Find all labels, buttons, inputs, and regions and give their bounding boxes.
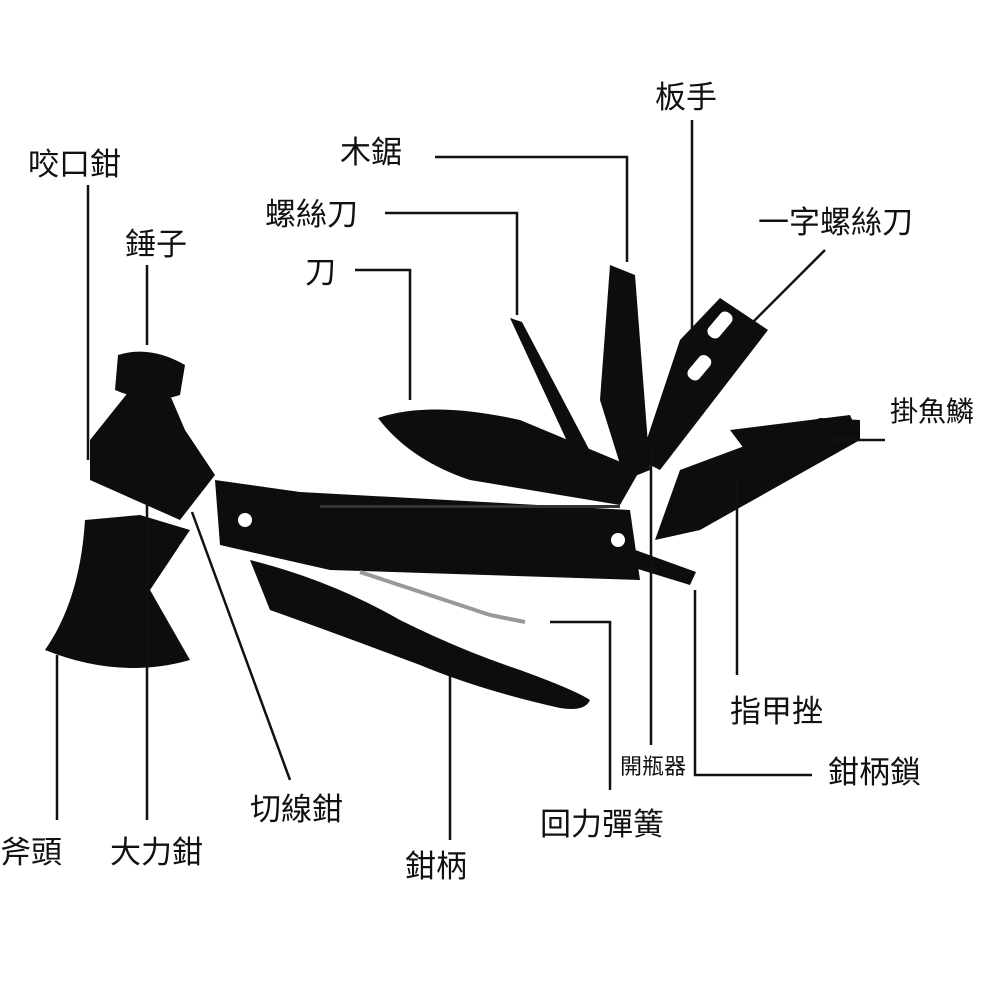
- screwdriver-leader: [385, 211, 519, 315]
- label-axe-head: 斧頭: [0, 835, 62, 871]
- label-wrench: 板手: [655, 80, 717, 116]
- hammer-head: [115, 351, 185, 399]
- leader-lines: [55, 120, 885, 840]
- flat-screwdriver-leader: [744, 249, 826, 331]
- plier-handle: [250, 560, 590, 709]
- label-bite-pliers: 咬口鉗: [28, 147, 121, 183]
- knife-blade: [378, 409, 640, 505]
- fish-scaler-blade: [730, 415, 860, 470]
- label-screwdriver: 螺絲刀: [265, 197, 358, 233]
- label-nail-file: 指甲挫: [730, 694, 823, 730]
- label-flat-screwdriver: 一字螺絲刀: [758, 205, 913, 241]
- wire-cutter-leader: [190, 511, 292, 781]
- saw-blade: [600, 265, 650, 480]
- label-plier-handle: 鉗柄: [405, 849, 467, 885]
- return-spring: [359, 570, 526, 624]
- label-hammer: 錘子: [125, 227, 187, 263]
- lock-lever: [625, 548, 696, 585]
- label-locking-pliers: 大力鉗: [110, 835, 203, 871]
- tool-highlights: [179, 311, 733, 554]
- handle-lock-leader: [693, 590, 812, 777]
- label-knife: 刀: [305, 255, 336, 291]
- label-handle-lock: 鉗柄鎖: [828, 755, 921, 791]
- saw-leader: [435, 155, 629, 262]
- axe-head: [45, 515, 190, 668]
- label-bottle-opener: 開瓶器: [620, 755, 687, 780]
- return-spring-leader: [550, 620, 612, 790]
- wrench-blade: [640, 298, 768, 470]
- label-fish-scaler: 掛魚鱗: [890, 395, 975, 428]
- hammer-neck: [90, 390, 215, 520]
- label-return-spring: 回力彈簧: [540, 807, 664, 843]
- label-saw: 木鋸: [340, 135, 402, 171]
- tool-body: [45, 265, 860, 709]
- label-wire-cutter: 切線鉗: [250, 792, 343, 828]
- screwdriver-blade: [510, 318, 600, 480]
- knife-leader: [355, 268, 412, 400]
